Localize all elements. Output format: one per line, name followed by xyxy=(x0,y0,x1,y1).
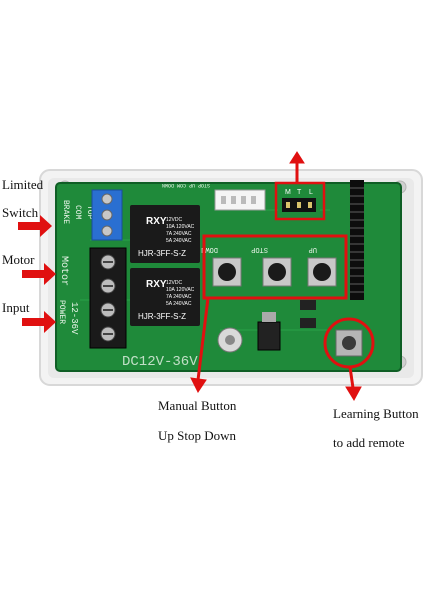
voltage-silk-small: 12-36V xyxy=(69,302,79,335)
arrow-manual-head xyxy=(190,377,207,393)
button-label-stop: STOP xyxy=(251,245,268,253)
label-learning-line1: Learning Button xyxy=(333,406,419,421)
svg-text:HJR-3FF-S-Z: HJR-3FF-S-Z xyxy=(138,312,186,321)
terminal-label-com: COM xyxy=(73,205,82,220)
svg-text:12VDC: 12VDC xyxy=(166,217,183,223)
terminal-label-brake: BRAKE xyxy=(61,200,70,224)
arrow-manual-shaft xyxy=(196,297,210,381)
label-motor: Motor xyxy=(2,252,35,267)
arrow-learning-head xyxy=(345,386,362,402)
arrow-learning-shaft xyxy=(348,366,355,389)
button-down xyxy=(212,257,242,287)
svg-text:T: T xyxy=(297,189,302,196)
svg-text:RXY: RXY xyxy=(146,216,167,227)
label-limited: Limited xyxy=(2,177,44,192)
voltage-silk-big: DC12V-36V xyxy=(122,354,198,370)
header-connector xyxy=(214,189,266,211)
arrow-up-head xyxy=(289,151,305,164)
label-switch: Switch xyxy=(2,205,39,220)
arrow-limit xyxy=(18,215,52,237)
svg-text:7A 240VAC: 7A 240VAC xyxy=(166,294,192,300)
power-silk-label: POWER xyxy=(57,300,66,324)
svg-text:10A 120VAC: 10A 120VAC xyxy=(166,287,195,293)
label-input: Input xyxy=(2,300,30,315)
antenna-coil xyxy=(350,180,364,300)
relay-bottom: RXY 12VDC 10A 120VAC 7A 240VAC 5A 240VAC… xyxy=(130,268,200,326)
svg-text:7A 240VAC: 7A 240VAC xyxy=(166,231,192,237)
arrow-motor xyxy=(22,263,56,285)
label-manual-line2: Up Stop Down xyxy=(158,428,237,443)
svg-text:10A 120VAC: 10A 120VAC xyxy=(166,224,195,230)
terminal-label-top: TOP xyxy=(85,205,94,220)
header-silk-label: STOP UP COM DOWN xyxy=(162,182,210,188)
svg-text:5A 240VAC: 5A 240VAC xyxy=(166,301,192,307)
manual-buttons-highlight xyxy=(202,234,348,300)
arrow-input xyxy=(22,311,56,333)
svg-text:M: M xyxy=(285,189,291,196)
relay-top: RXY 12VDC 10A 120VAC 7A 240VAC 5A 240VAC… xyxy=(130,205,200,263)
button-stop xyxy=(262,257,292,287)
button-label-up: UP xyxy=(309,245,317,253)
button-label-down: DOWN xyxy=(201,245,218,253)
svg-text:L: L xyxy=(309,189,313,196)
regulator xyxy=(257,321,281,351)
button-up xyxy=(307,257,337,287)
learning-button-highlight xyxy=(323,317,375,369)
motor-silk-label: Motor xyxy=(58,256,69,286)
label-manual-line1: Manual Button xyxy=(158,398,237,413)
svg-text:12VDC: 12VDC xyxy=(166,280,183,286)
svg-text:HJR-3FF-S-Z: HJR-3FF-S-Z xyxy=(138,249,186,258)
svg-text:5A 240VAC: 5A 240VAC xyxy=(166,238,192,244)
svg-text:RXY: RXY xyxy=(146,279,167,290)
learning-button xyxy=(335,329,363,357)
label-learning-line2: to add remote xyxy=(333,435,405,450)
jumper-highlight xyxy=(274,181,326,221)
